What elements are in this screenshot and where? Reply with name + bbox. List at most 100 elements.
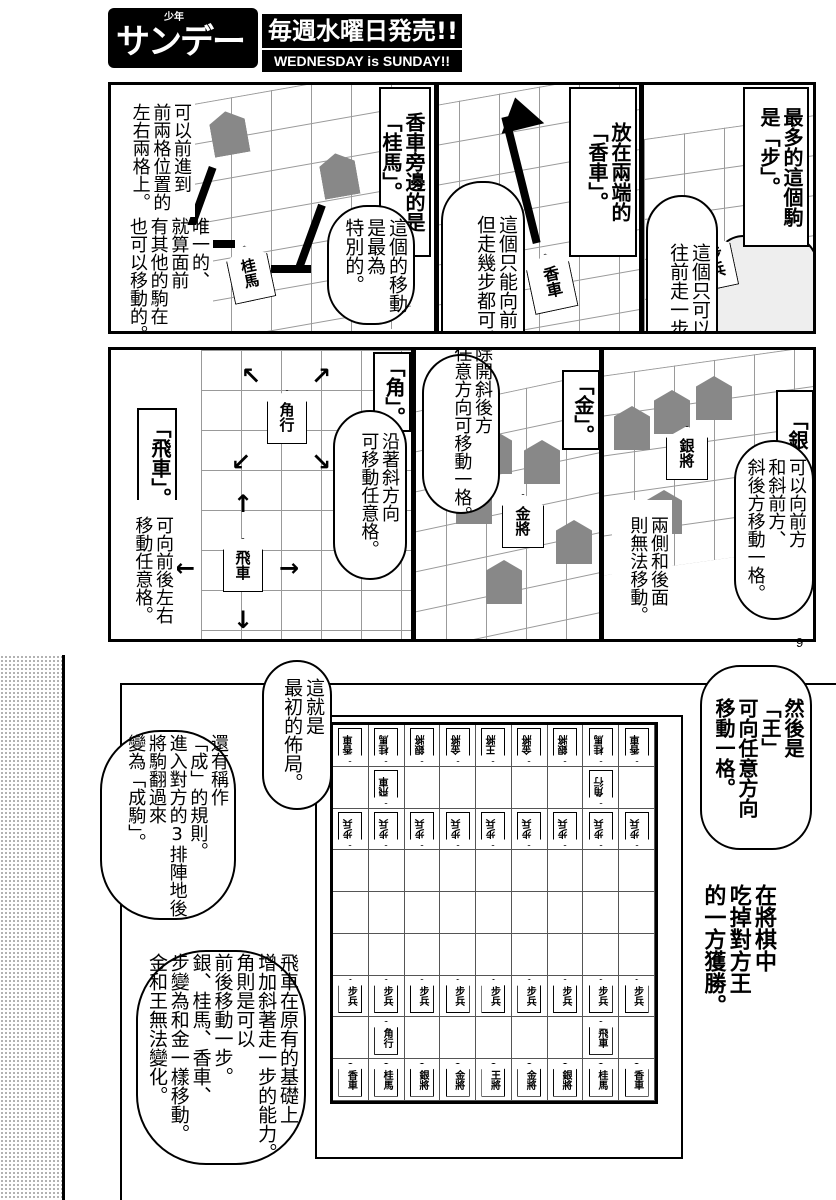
board-cell <box>476 892 512 934</box>
board-cell <box>440 850 477 893</box>
board-cell: 步兵 <box>404 808 441 851</box>
board-cell <box>404 766 441 809</box>
shogi-piece: 香車 <box>624 1062 649 1097</box>
shogi-piece: 步兵 <box>553 812 577 846</box>
logo-small-text: 少年 <box>164 12 184 23</box>
caption-king-move: 然後是 「王」 可向任意方向 移動一格。 <box>700 665 812 850</box>
board-cell: 香車 <box>619 725 655 767</box>
shogi-piece: 步兵 <box>446 812 470 846</box>
caption-fu-move: 這個只可以 往前走一步。 <box>646 195 718 331</box>
caption-keima-move: 可以前進到 前兩格位置的 左右兩格上。 <box>117 97 195 217</box>
shogi-board: 香車桂馬銀將金將王將金將銀將桂馬香車飛車角行步兵步兵步兵步兵步兵步兵步兵步兵步兵… <box>330 722 658 1104</box>
arrow-up-icon: ↑ <box>233 490 254 518</box>
board-cell <box>619 766 655 809</box>
board-cell: 桂馬 <box>368 725 405 767</box>
board-cell: 步兵 <box>333 808 369 851</box>
arrow-down-icon: ↓ <box>233 606 254 634</box>
board-cell <box>547 892 584 934</box>
shogi-piece: 王將 <box>481 728 505 762</box>
room-back <box>120 683 836 1200</box>
board-cell <box>333 1017 369 1060</box>
board-cell <box>511 850 548 893</box>
target-square-icon <box>614 406 650 450</box>
board-cell <box>404 933 441 976</box>
board-cell <box>333 933 369 976</box>
label-kin: 「金」。 <box>562 370 599 450</box>
label-hisha: 「飛車」。 <box>137 408 177 518</box>
board-cell <box>476 933 512 976</box>
panel-kaku-hisha: 角行 ↖ ↗ ↙ ↘ 飛車 ↑ ↓ ← → 「角」。 沿著斜方向 可移動任意格。… <box>108 347 414 642</box>
board-cell: 金將 <box>440 725 477 767</box>
board-cell: 金將 <box>440 1059 477 1101</box>
board-cell <box>547 766 584 809</box>
shogi-piece: 王將 <box>481 1062 506 1097</box>
shogi-piece: 桂馬 <box>589 728 613 762</box>
shogi-piece: 步兵 <box>588 979 613 1014</box>
shogi-piece: 香車 <box>625 728 649 762</box>
shogi-piece: 步兵 <box>553 979 578 1014</box>
board-cell: 步兵 <box>368 808 405 851</box>
board-cell <box>511 766 548 809</box>
kinsho-piece: 金將 <box>502 494 544 548</box>
magazine-logo: サンデー 少年 <box>108 8 258 68</box>
board-cell: 金將 <box>511 1059 548 1101</box>
board-cell <box>583 933 620 976</box>
shogi-piece: 香車 <box>338 728 362 762</box>
caption-promotion-rules: 飛車在原有的基礎上 增加斜著走一步的能力。 角則是可以 前後移動一步。 銀、桂馬… <box>136 950 306 1165</box>
board-cell: 步兵 <box>583 975 620 1018</box>
arrow-up-right-icon: ↗ <box>311 362 332 390</box>
board-cell <box>547 933 584 976</box>
caption-hisha-move: 可向前後左右 移動任意格。 <box>111 500 177 639</box>
shogi-piece: 步兵 <box>624 979 649 1014</box>
shogi-piece: 金將 <box>445 1062 470 1097</box>
shogi-piece: 步兵 <box>481 979 506 1014</box>
board-cell: 步兵 <box>619 975 655 1018</box>
shogi-piece: 步兵 <box>625 812 649 846</box>
caption-kin-move: 除開斜後方 任意方向可移動一格。 <box>422 350 500 524</box>
board-cell: 步兵 <box>619 808 655 851</box>
board-cell: 步兵 <box>476 808 512 851</box>
board-cell: 銀將 <box>404 725 441 767</box>
shogi-piece: 桂馬 <box>588 1062 613 1097</box>
shogi-piece: 飛車 <box>588 1020 613 1055</box>
shogi-piece: 步兵 <box>517 812 541 846</box>
board-cell: 步兵 <box>547 808 584 851</box>
arrow-left-icon: ← <box>175 554 196 582</box>
caption-gin-limit: 兩側和後面 則無法移動。 <box>612 500 672 639</box>
arrow-right-icon: → <box>279 554 300 582</box>
board-cell: 香車 <box>333 1059 369 1101</box>
board-cell: 步兵 <box>368 975 405 1018</box>
board-cell <box>511 892 548 934</box>
shogi-piece: 香車 <box>338 1062 363 1097</box>
board-cell: 步兵 <box>547 975 584 1018</box>
board-cell <box>404 850 441 893</box>
caption-kyosha-intro: 放在兩端的 「香車」。 <box>569 87 637 257</box>
board-cell <box>547 850 584 893</box>
board-cell <box>440 892 477 934</box>
shogi-piece: 桂馬 <box>374 728 398 762</box>
caption-gin-move: 可以向前方 和斜前方、 斜後方移動一格。 <box>734 440 813 620</box>
kakugyo-piece: 角行 <box>267 390 307 444</box>
board-cell <box>440 1017 477 1060</box>
target-square-icon <box>524 440 560 484</box>
board-cell: 金將 <box>511 725 548 767</box>
shogi-piece: 金將 <box>446 728 470 762</box>
panel-ginsho: 銀將 「銀」。 可以向前方 和斜前方、 斜後方移動一格。 兩側和後面 則無法移動… <box>601 347 816 642</box>
board-cell <box>476 1017 512 1060</box>
caption-fu-intro: 最多的這個駒 是「步」。 <box>743 87 809 247</box>
shogi-piece: 金將 <box>517 728 541 762</box>
caption-win-rule: 在將棋中 吃掉對方王 的一方獲勝。 <box>700 884 776 1016</box>
board-cell <box>619 933 655 976</box>
arrow-down-right-icon: ↘ <box>311 448 332 476</box>
target-square-icon <box>486 560 522 604</box>
shogi-piece: 飛車 <box>374 770 398 804</box>
board-cell <box>368 892 405 934</box>
arrow-base-icon <box>271 265 311 273</box>
board-cell <box>368 850 405 893</box>
caption-kaku-move: 沿著斜方向 可移動任意格。 <box>333 410 407 580</box>
slogan: WEDNESDAY is SUNDAY!! <box>262 50 462 72</box>
board-cell: 桂馬 <box>583 1059 620 1101</box>
panel-keima: 桂馬 香車旁邊的是 「桂馬」。 這個的移動 是最為 特別的。 可以前進到 前兩格… <box>108 82 437 334</box>
shogi-piece: 銀將 <box>410 728 434 762</box>
target-square-icon <box>654 390 690 434</box>
